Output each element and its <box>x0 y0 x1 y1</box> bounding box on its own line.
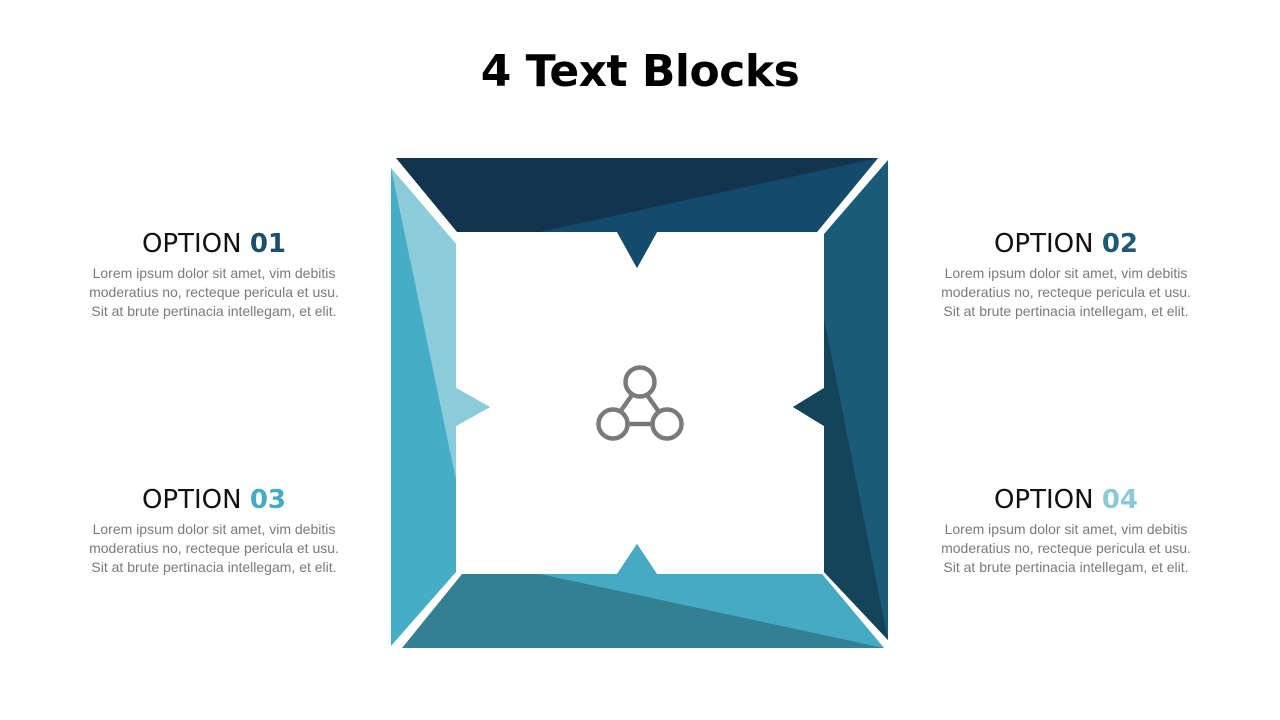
option-description-line: moderatius no, recteque pericula et usu. <box>89 540 339 556</box>
option-description-line: Sit at brute pertinacia intellegam, et e… <box>91 303 337 319</box>
frame-segment-top-highlight <box>540 158 878 268</box>
frame-segment-left-base <box>391 168 490 646</box>
icon-link-right <box>645 393 661 414</box>
icon-circle-top <box>623 365 657 399</box>
option-description: Lorem ipsum dolor sit amet, vim debitis … <box>916 264 1216 321</box>
option-block-03: OPTION 03 Lorem ipsum dolor sit amet, vi… <box>64 484 364 577</box>
option-label: OPTION <box>993 229 1094 259</box>
frame-segment-bottom-highlight <box>540 544 884 648</box>
option-description-line: moderatius no, recteque pericula et usu. <box>941 284 1191 300</box>
frame-segment-left <box>391 168 490 646</box>
option-number: 04 <box>1101 485 1139 515</box>
icon-circle-right <box>650 407 684 441</box>
option-label: OPTION <box>141 485 242 515</box>
option-description-line: Sit at brute pertinacia intellegam, et e… <box>943 559 1189 575</box>
option-label: OPTION <box>993 485 1094 515</box>
option-description-line: moderatius no, recteque pericula et usu. <box>941 540 1191 556</box>
option-description: Lorem ipsum dolor sit amet, vim debitis … <box>64 520 364 577</box>
option-description-line: Lorem ipsum dolor sit amet, vim debitis <box>92 521 336 537</box>
option-description-line: Sit at brute pertinacia intellegam, et e… <box>91 559 337 575</box>
option-title: OPTION 01 <box>64 228 364 260</box>
three-connected-circles-icon <box>596 365 684 441</box>
frame-segment-left-highlight <box>391 168 490 480</box>
option-description: Lorem ipsum dolor sit amet, vim debitis … <box>916 520 1216 577</box>
frame-segment-right-shadow <box>793 318 888 640</box>
option-description-line: Lorem ipsum dolor sit amet, vim debitis <box>944 265 1188 281</box>
option-title: OPTION 04 <box>916 484 1216 516</box>
option-description-line: Lorem ipsum dolor sit amet, vim debitis <box>92 265 336 281</box>
option-description-line: Sit at brute pertinacia intellegam, et e… <box>943 303 1189 319</box>
frame-segment-right <box>793 160 888 640</box>
page-title: 4 Text Blocks <box>480 46 800 97</box>
option-title: OPTION 03 <box>64 484 364 516</box>
option-block-04: OPTION 04 Lorem ipsum dolor sit amet, vi… <box>916 484 1216 577</box>
icon-link-left <box>618 393 634 414</box>
option-title: OPTION 02 <box>916 228 1216 260</box>
option-number: 03 <box>249 485 287 515</box>
option-number: 01 <box>249 229 287 259</box>
option-description-line: moderatius no, recteque pericula et usu. <box>89 284 339 300</box>
option-block-02: OPTION 02 Lorem ipsum dolor sit amet, vi… <box>916 228 1216 321</box>
frame-segment-right-base <box>793 160 888 640</box>
frame-segment-top <box>396 158 878 268</box>
icon-circle-left <box>596 407 630 441</box>
option-description-line: Lorem ipsum dolor sit amet, vim debitis <box>944 521 1188 537</box>
option-block-01: OPTION 01 Lorem ipsum dolor sit amet, vi… <box>64 228 364 321</box>
frame-segment-bottom <box>402 544 884 648</box>
option-label: OPTION <box>141 229 242 259</box>
option-description: Lorem ipsum dolor sit amet, vim debitis … <box>64 264 364 321</box>
option-number: 02 <box>1101 229 1139 259</box>
